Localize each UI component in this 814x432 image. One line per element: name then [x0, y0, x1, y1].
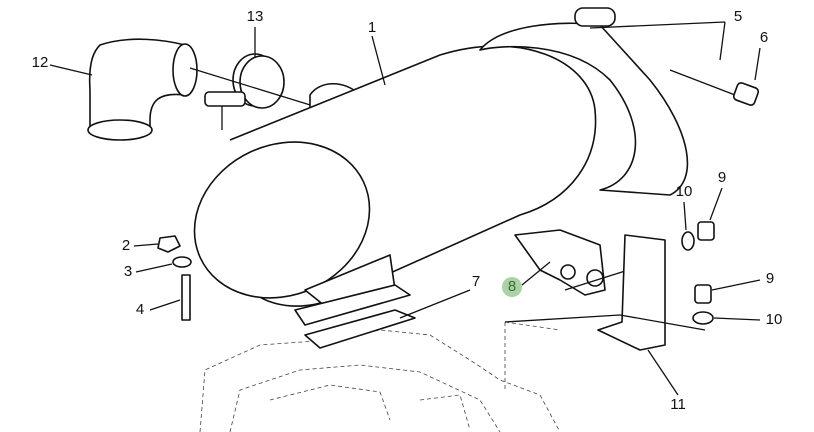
- callout-3[interactable]: 3: [123, 263, 133, 280]
- callout-7[interactable]: 7: [471, 273, 481, 290]
- callout-10-upper[interactable]: 10: [675, 183, 693, 200]
- callout-13[interactable]: 13: [246, 8, 264, 25]
- muffler-bracket: [514, 229, 606, 296]
- callout-4[interactable]: 4: [135, 301, 145, 318]
- callout-11[interactable]: 11: [670, 396, 686, 413]
- callout-10-lower[interactable]: 10: [765, 311, 783, 328]
- callout-2[interactable]: 2: [121, 237, 131, 254]
- callout-9-upper[interactable]: 9: [717, 169, 727, 186]
- support-bracket: [597, 234, 666, 351]
- callout-6[interactable]: 6: [759, 29, 769, 46]
- hardware: [157, 221, 715, 325]
- bolt: [669, 69, 760, 106]
- mounting-strap: [479, 7, 689, 196]
- pipe-clamp: [204, 53, 285, 130]
- callout-1[interactable]: 1: [367, 19, 377, 36]
- callout-12[interactable]: 12: [31, 54, 49, 71]
- callout-5[interactable]: 5: [733, 8, 743, 25]
- muffler: [193, 45, 597, 326]
- callout-8-highlighted[interactable]: 8: [502, 277, 522, 297]
- leader-lines: [49, 21, 761, 396]
- elbow-pipe: [87, 38, 198, 141]
- gasket: [304, 309, 416, 349]
- callout-9-lower[interactable]: 9: [765, 270, 775, 287]
- engine-outline: [199, 321, 561, 432]
